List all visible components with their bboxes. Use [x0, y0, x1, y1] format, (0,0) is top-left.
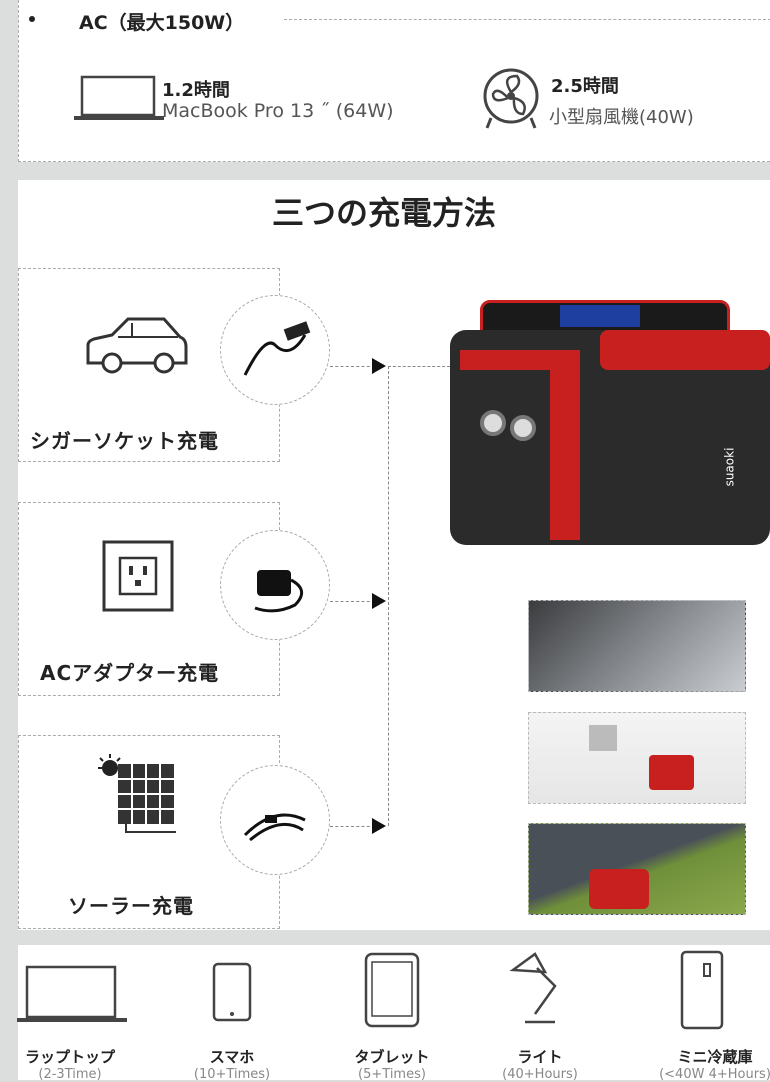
laptop-icon — [74, 75, 164, 120]
divider — [284, 19, 770, 20]
lamp-icon — [509, 952, 557, 1024]
connector-line — [330, 826, 375, 827]
laptop-device: MacBook Pro 13 ˝ (64W) — [162, 100, 394, 122]
mini-fridge-icon — [680, 950, 724, 1030]
smartphone-icon — [212, 962, 252, 1022]
fan-time: 2.5時間 — [551, 76, 619, 97]
connector-line — [330, 601, 375, 602]
laptop-time: 1.2時間 — [162, 80, 230, 101]
power-station-image: suaoki — [450, 290, 770, 548]
device-laptop: ラップトップ(2-3Time) — [24, 1048, 115, 1082]
device-mini-fridge: ミニ冷蔵庫(<40W 4+Hours) — [659, 1048, 770, 1082]
connector-line — [330, 366, 375, 367]
arrow-icon — [372, 593, 386, 609]
ac-adapter-icon — [220, 530, 330, 640]
product-brand: suaoki — [722, 447, 737, 487]
solar-panel-icon — [98, 754, 176, 833]
tablet-icon — [364, 952, 420, 1028]
arrow-icon — [372, 818, 386, 834]
arrow-icon — [372, 358, 386, 374]
wall-outlet-icon — [102, 540, 174, 612]
solar-cable-icon — [220, 765, 330, 875]
car-charger-cable-icon — [220, 295, 330, 405]
bullet — [29, 16, 35, 22]
connector-vertical — [388, 366, 389, 826]
fan-icon — [483, 68, 539, 129]
device-smartphone: スマホ(10+Times) — [193, 1048, 271, 1082]
solar-usage-photo — [528, 823, 746, 915]
fan-device: 小型扇風機(40W) — [549, 107, 694, 128]
charging-title: 三つの充電方法 — [271, 194, 496, 232]
ac-panel: AC（最大150W） 1.2時間 MacBook Pro 13 ˝ (64W) … — [18, 0, 770, 162]
ac-title: AC（最大150W） — [79, 12, 245, 34]
devices-panel — [18, 945, 770, 1080]
car-icon — [86, 317, 188, 374]
method-ac-label: ACアダプター充電 — [40, 661, 220, 685]
method-car-label: シガーソケット充電 — [30, 429, 219, 453]
device-tablet: タブレット(5+Times) — [354, 1048, 430, 1082]
wall-usage-photo — [528, 712, 746, 804]
car-usage-photo — [528, 600, 746, 692]
device-lamp: ライト(40+Hours) — [502, 1048, 578, 1082]
laptop-icon — [17, 965, 127, 1022]
connector-line — [388, 366, 450, 367]
method-solar-label: ソーラー充電 — [68, 894, 194, 918]
